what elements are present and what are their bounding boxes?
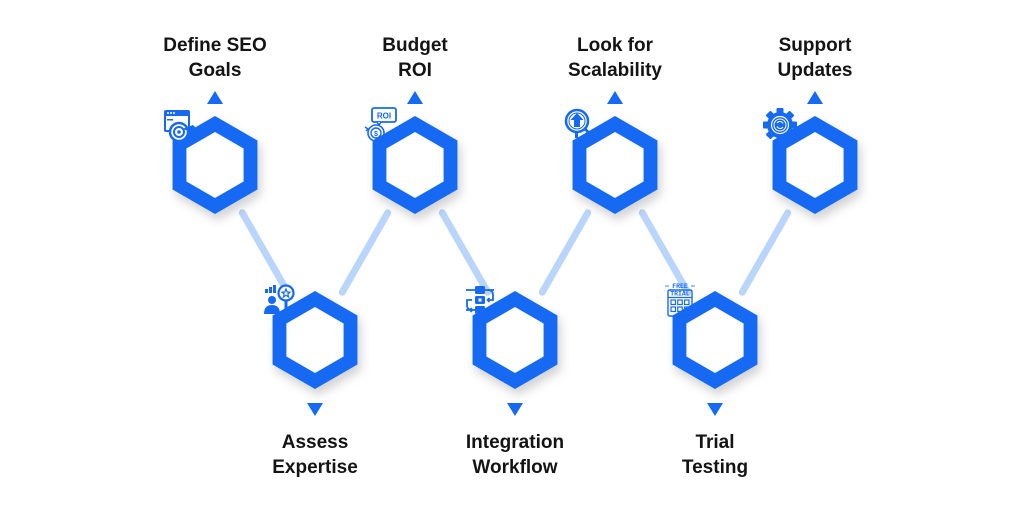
workflow-icon [466,286,494,314]
hexagon-node [260,280,370,400]
svg-text:$: $ [374,131,378,138]
label-line: Expertise [272,457,358,478]
label-line: Assess [281,432,349,453]
label-line: Goals [188,60,242,81]
hexagon-inner [686,307,744,373]
label-line: Budget [382,35,448,56]
hexagon-inner [486,307,544,373]
step-label: Look for Scalability [525,33,705,83]
hexagon-shape [772,116,858,214]
free-text: FREE [672,283,688,290]
hexagon-shape [472,291,558,389]
step-label: Support Updates [725,33,905,83]
hexagon-shape [272,291,358,389]
step-label: Budget ROI [325,33,505,83]
connector-line [338,209,392,296]
label-line: Workflow [472,457,558,478]
arrow-up-icon [407,91,423,104]
free-trial-calendar-icon: FREE TRIAL [665,283,695,317]
step-label: Define SEO Goals [125,33,305,83]
gear-update-icon [763,108,797,142]
label-line: Trial [695,432,735,453]
arrow-down-icon [307,403,323,416]
label-line: Scalability [568,60,662,81]
connector-line [638,209,692,296]
step-label: Trial Testing [625,430,805,480]
connector-line [438,209,492,296]
hexagon-inner [786,132,844,198]
hexagon-node: ROI $ [360,105,470,225]
hexagon-node [560,105,670,225]
arrow-up-icon [207,91,223,104]
hexagon-node [760,105,870,225]
arrow-down-icon [507,403,523,416]
arrow-down-icon [707,403,723,416]
label-line: Support [778,35,852,56]
label-line: Define SEO [163,35,267,56]
roi-coin-icon: ROI $ [364,107,397,142]
arrow-up-icon [607,91,623,104]
connector-line [738,209,792,296]
label-line: Updates [777,60,853,81]
connector-line [238,209,292,296]
hexagon-node: FREE TRIAL [660,280,770,400]
label-line: Testing [681,457,749,478]
hexagon-shape [672,291,758,389]
step-label: Assess Expertise [225,430,405,480]
hexagon-shape [172,116,258,214]
arrow-up-icon [807,91,823,104]
trial-text: TRIAL [670,291,690,298]
hexagon-inner [186,132,244,198]
expert-review-icon [264,284,295,314]
scalability-search-icon [564,108,596,140]
hexagon-inner [586,132,644,198]
hexagon-shape [572,116,658,214]
label-line: Look for [577,35,653,56]
label-line: ROI [398,60,432,81]
connector-line [538,209,592,296]
hexagon-shape [372,116,458,214]
roi-text: ROI [377,112,391,121]
hexagon-inner [386,132,444,198]
web-target-icon [164,110,196,143]
step-label: Integration Workflow [425,430,605,480]
label-line: Integration [465,432,565,453]
hexagon-node [460,280,570,400]
hexagon-inner [286,307,344,373]
hexagon-node [160,105,270,225]
